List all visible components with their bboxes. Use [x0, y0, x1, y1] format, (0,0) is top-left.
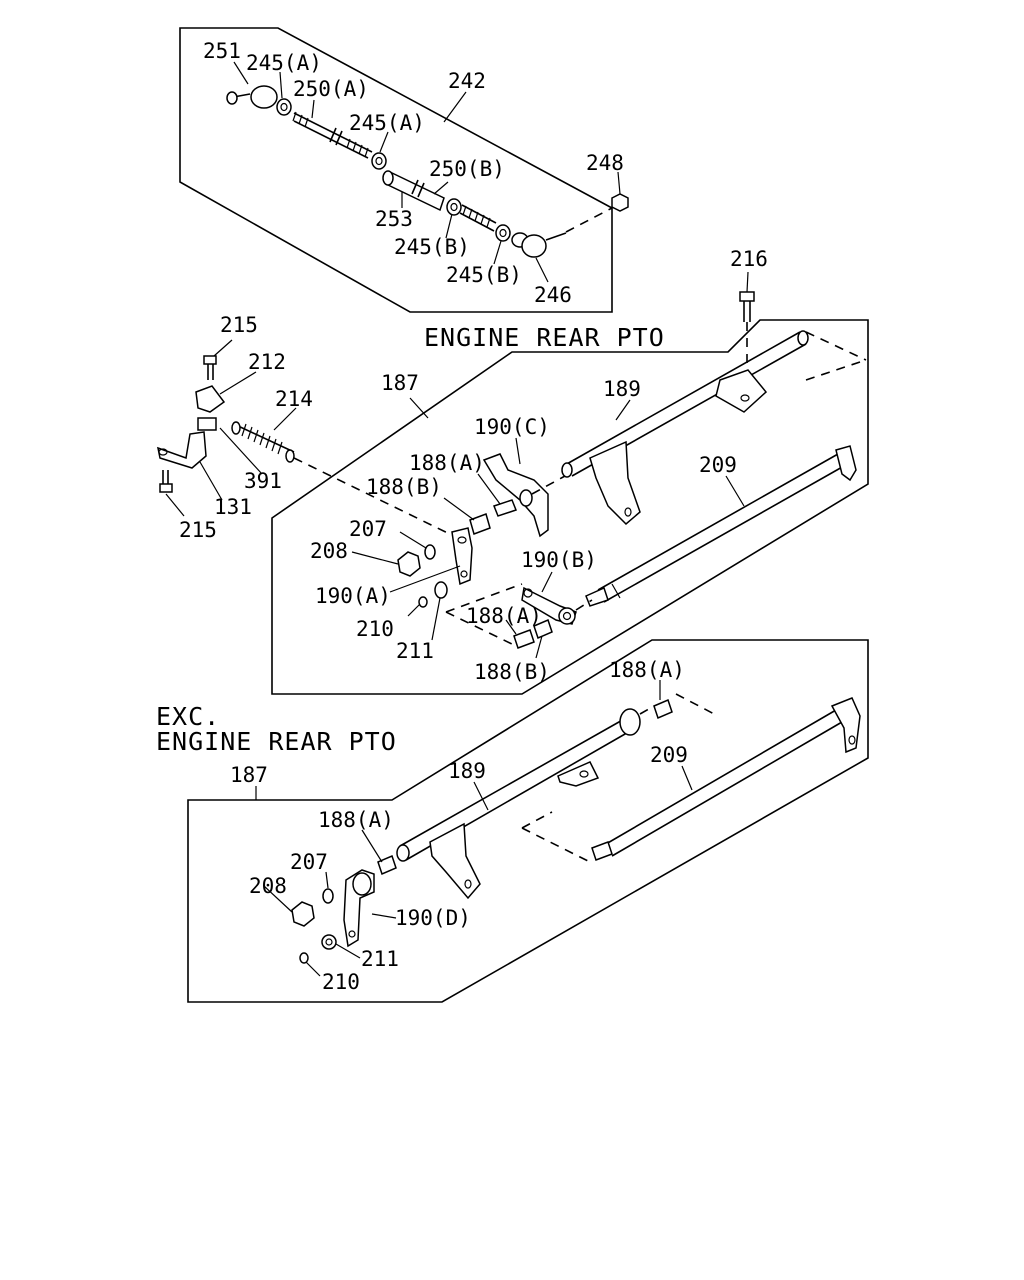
- washer-211-bottom: [321, 934, 337, 950]
- dash-line-188-middle: [445, 583, 523, 647]
- bracket-212: [195, 355, 226, 413]
- frame-top-linkage: [179, 27, 613, 313]
- shaft-189-bottom: [396, 708, 641, 900]
- callout-248: 248: [586, 151, 624, 175]
- nut-208: [397, 551, 421, 577]
- section-label-exc-line1: EXC.: [156, 702, 220, 731]
- callout-207-bottom: 207: [290, 850, 328, 874]
- spring-214: [231, 421, 463, 541]
- callout-250a: 250(A): [293, 77, 369, 101]
- callout-190b: 190(B): [521, 548, 597, 572]
- pin-188a-bottom: [377, 854, 397, 876]
- callout-188b-1: 188(B): [366, 475, 442, 499]
- callout-188a-1: 188(A): [409, 451, 485, 475]
- clip-210: [418, 596, 428, 608]
- lever-190b: [521, 586, 593, 625]
- callout-187-bottom: 187: [230, 763, 268, 787]
- callout-251: 251: [203, 39, 241, 63]
- callout-190c: 190(C): [474, 415, 550, 439]
- callout-250b: 250(B): [429, 157, 505, 181]
- pin-188a-1: [493, 499, 517, 517]
- callout-188a-bottom: 188(A): [318, 808, 394, 832]
- lever-190c: [482, 453, 566, 538]
- shaft-189: [561, 330, 809, 526]
- callout-215-bottom: 215: [179, 518, 217, 542]
- callout-190d: 190(D): [395, 906, 471, 930]
- callout-188a-2: 188(A): [466, 604, 542, 628]
- callout-211-bottom: 211: [361, 947, 399, 971]
- callout-245b-1: 245(B): [394, 235, 470, 259]
- callout-131: 131: [214, 495, 252, 519]
- ball-joint-251: [226, 85, 278, 109]
- callout-214: 214: [275, 387, 313, 411]
- bolt-215-lower: [159, 470, 173, 493]
- callout-207-middle: 207: [349, 517, 387, 541]
- nut-245b-2: [495, 224, 511, 242]
- pin-188b-1: [469, 513, 491, 535]
- pin-188a-2: [513, 629, 535, 649]
- leader-lines: [165, 61, 749, 977]
- callout-211-middle: 211: [396, 639, 434, 663]
- nut-208-bottom: [291, 901, 315, 927]
- callout-245b-2: 245(B): [446, 263, 522, 287]
- threaded-rod-250b: [459, 204, 497, 232]
- sleeve-253: [382, 170, 445, 212]
- callout-190a: 190(A): [315, 584, 391, 608]
- bracket-131: [157, 417, 217, 469]
- lever-190d: [343, 869, 375, 948]
- bolt-216: [739, 291, 755, 396]
- callout-391: 391: [244, 469, 282, 493]
- callout-245a-1: 245(A): [246, 51, 322, 75]
- callout-209-bottom: 209: [650, 743, 688, 767]
- callout-209-middle: 209: [699, 453, 737, 477]
- dash-line-189: [805, 331, 867, 381]
- callout-188a-bottom-top: 188(A): [609, 658, 685, 682]
- callout-210-middle: 210: [356, 617, 394, 641]
- shaft-209: [585, 445, 857, 607]
- frame-exc-engine-rear-pto: [187, 639, 869, 1003]
- callout-187-middle: 187: [381, 371, 419, 395]
- section-label-exc-line2: ENGINE REAR PTO: [156, 727, 397, 756]
- frame-engine-rear-pto: [271, 319, 869, 695]
- pin-188a-bottom-top: [639, 693, 719, 720]
- callout-208-middle: 208: [310, 539, 348, 563]
- callout-215-top: 215: [220, 313, 258, 337]
- shaft-209-bottom: [521, 697, 861, 863]
- washer-211: [434, 581, 448, 599]
- callout-212: 212: [248, 350, 286, 374]
- nut-245b-1: [446, 198, 462, 216]
- callout-253: 253: [375, 207, 413, 231]
- section-label-engine-rear-pto: ENGINE REAR PTO: [424, 323, 665, 352]
- callout-210-bottom: 210: [322, 970, 360, 994]
- clip-210-bottom: [299, 952, 309, 964]
- callout-189-middle: 189: [603, 377, 641, 401]
- nut-245a-2: [371, 152, 387, 170]
- washer-207-bottom: [322, 888, 334, 904]
- callout-208-bottom: 208: [249, 874, 287, 898]
- callout-189-bottom: 189: [448, 759, 486, 783]
- callout-188b-2: 188(B): [474, 660, 550, 684]
- washer-207: [424, 544, 436, 560]
- callout-245a-2: 245(A): [349, 111, 425, 135]
- nut-245a-1: [276, 98, 292, 116]
- callout-242: 242: [448, 69, 486, 93]
- callout-216: 216: [730, 247, 768, 271]
- lever-190a: [451, 527, 473, 586]
- pin-188b-2: [533, 618, 553, 640]
- threaded-rod-250a: [292, 111, 373, 159]
- callout-246: 246: [534, 283, 572, 307]
- ball-joint-246: [511, 232, 567, 258]
